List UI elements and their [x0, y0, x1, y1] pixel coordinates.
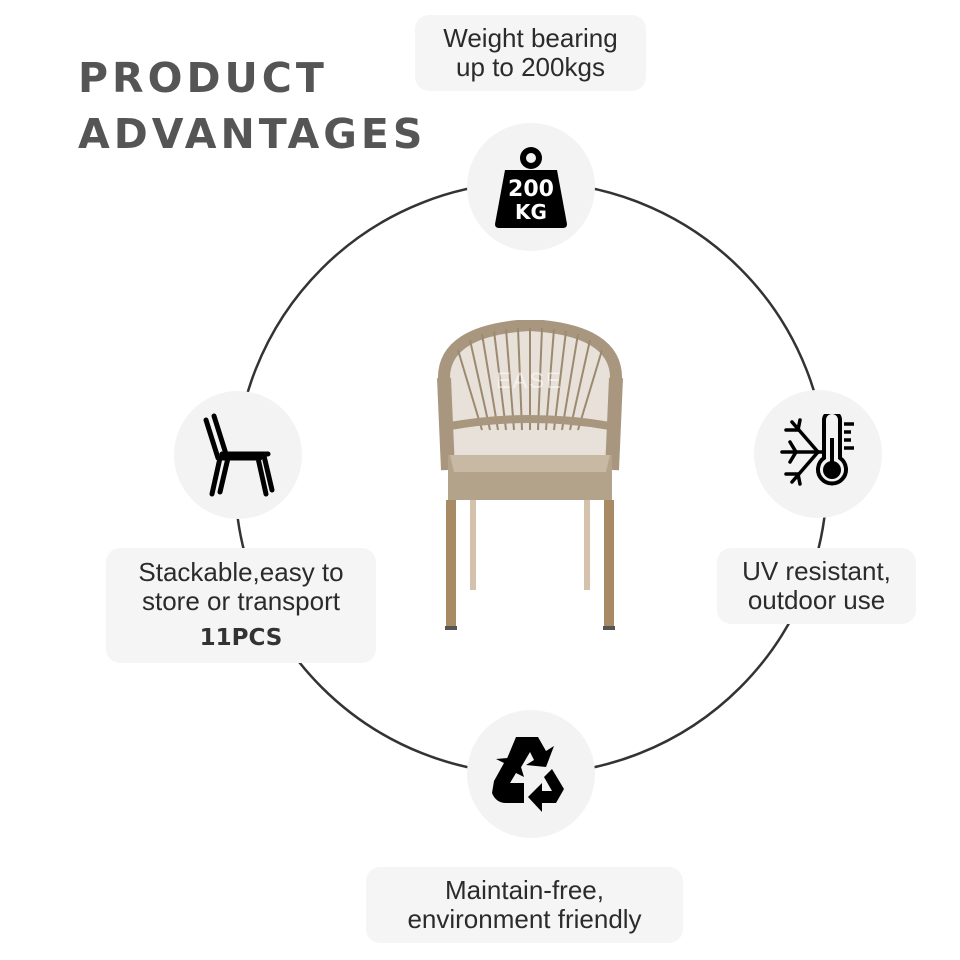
eco-label-box: Maintain-free, environment friendly — [366, 867, 683, 943]
uv-icon-circle — [754, 390, 882, 518]
title-line-1: PRODUCT — [78, 54, 328, 102]
title-line-2: ADVANTAGES — [78, 110, 427, 158]
stackable-label-box: Stackable,easy to store or transport 11P… — [106, 548, 376, 663]
eco-icon-circle — [467, 710, 595, 838]
weight-icon-circle: 200 KG — [467, 123, 595, 251]
eco-label-line2: environment friendly — [407, 904, 642, 934]
eco-label-line1: Maintain-free, — [445, 875, 604, 905]
uv-label-line1: UV resistant, — [742, 556, 891, 586]
product-chair-image — [437, 320, 623, 630]
weight-label-line1: Weight bearing — [443, 23, 618, 53]
weight-label-box: Weight bearing up to 200kgs — [415, 15, 646, 91]
recycle-icon — [492, 737, 564, 812]
stackable-label-line2: store or transport — [142, 586, 340, 616]
weight-icon: 200 KG — [495, 147, 567, 228]
uv-label-box: UV resistant, outdoor use — [717, 548, 916, 624]
page-title: PRODUCT ADVANTAGES — [78, 50, 426, 162]
stackable-icon-circle — [174, 391, 302, 519]
svg-text:KG: KG — [515, 200, 547, 224]
snowflake-thermometer-icon — [780, 414, 854, 486]
svg-text:200: 200 — [508, 177, 554, 202]
uv-label-line2: outdoor use — [747, 585, 886, 615]
stacked-chairs-icon — [203, 413, 275, 497]
watermark: EASE — [496, 368, 563, 393]
weight-label-line2: up to 200kgs — [456, 52, 605, 82]
stack-count: 11PCS — [199, 625, 283, 651]
stackable-label-line1: Stackable,easy to — [138, 557, 344, 587]
